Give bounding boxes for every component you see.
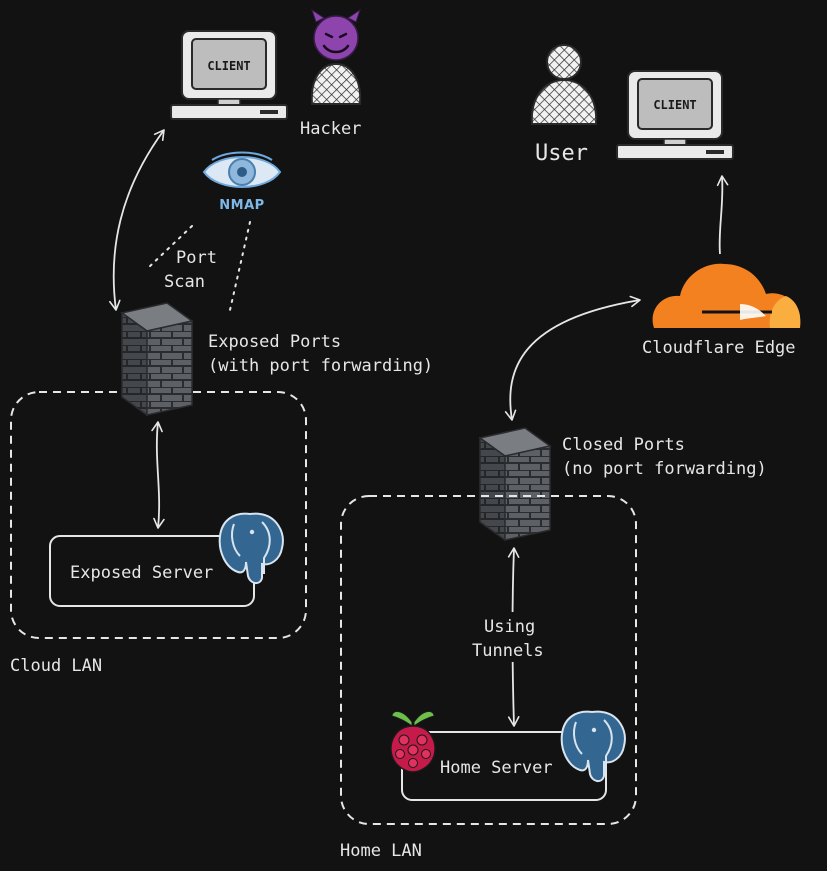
devil-face-icon: [313, 15, 359, 61]
cloudflare-edge-label: Cloudflare Edge: [642, 338, 796, 358]
user-label: User: [535, 141, 588, 166]
cloud-lan-label: Cloud LAN: [10, 656, 102, 676]
monitor-icon: [616, 70, 734, 160]
tunnels-label-line1: Using: [484, 617, 535, 637]
firewall-cloudflare-arrow: [504, 295, 641, 421]
user-head-icon: [546, 44, 582, 80]
monitor-icon: [170, 30, 288, 120]
home-lan-boundary: [340, 495, 637, 825]
exposed-server-label: Exposed Server: [70, 563, 213, 583]
firewall-server-arrow: [151, 421, 165, 529]
port-scan-label-line1: Port: [176, 248, 217, 268]
nmap-label: NMAP: [219, 198, 264, 213]
home-lan-label: Home LAN: [340, 841, 422, 861]
nmap-eye-icon: [202, 151, 282, 188]
cloudflare-client-arrow: [716, 175, 729, 255]
firewall-icon: [479, 427, 551, 541]
closed-ports-sublabel: (no port forwarding): [562, 459, 767, 479]
postgresql-elephant-icon: [560, 710, 626, 783]
tunnels-label-line2: Tunnels: [472, 641, 544, 661]
person-icon: [310, 62, 362, 105]
closed-ports-label: Closed Ports: [562, 435, 685, 455]
hacker-client-label: CLIENT: [207, 59, 250, 73]
cloudflare-cloud-icon: [652, 263, 801, 328]
raspberry-pi-icon: [390, 711, 436, 773]
home-server-label: Home Server: [440, 758, 553, 778]
firewall-icon: [121, 302, 193, 416]
port-scan-line-right: [229, 221, 251, 311]
exposed-ports-sublabel: (with port forwarding): [208, 356, 433, 376]
postgresql-elephant-icon: [218, 512, 284, 585]
user-client-label: CLIENT: [653, 98, 696, 112]
exposed-ports-label: Exposed Ports: [208, 332, 341, 352]
tunnel-label-bg: [470, 612, 556, 662]
client-firewall-arrow: [109, 129, 165, 311]
hacker-label: Hacker: [300, 119, 361, 139]
port-scan-label-line2: Scan: [164, 272, 205, 292]
person-icon: [530, 78, 598, 125]
